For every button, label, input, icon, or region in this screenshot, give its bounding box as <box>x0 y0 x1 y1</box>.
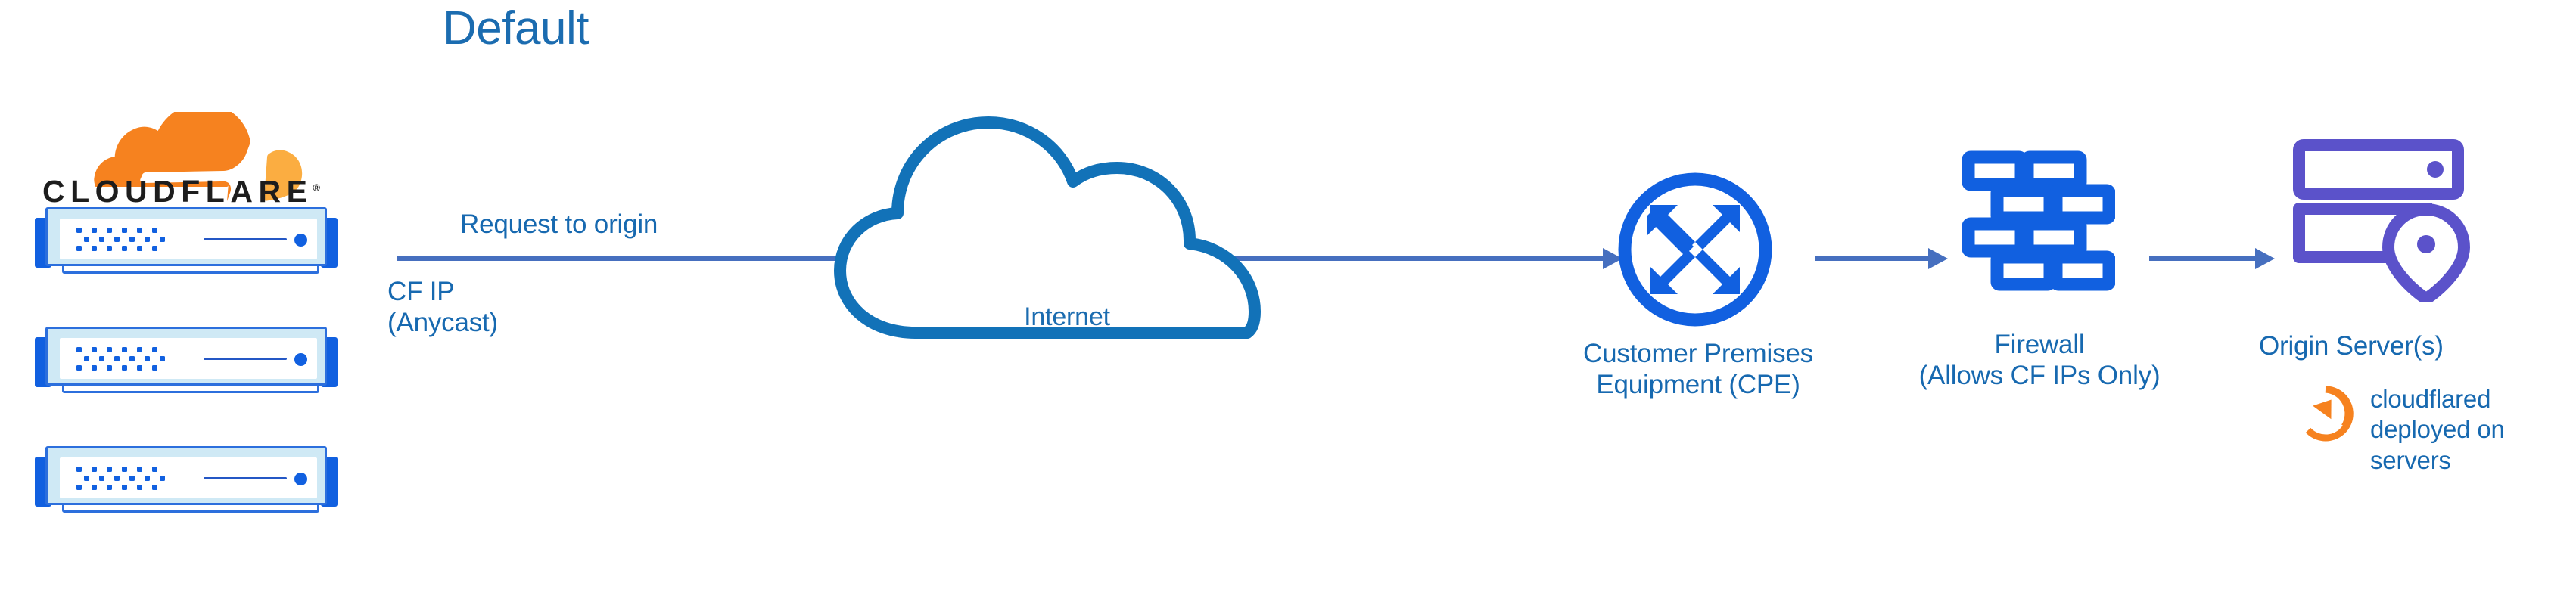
rack-led-grid <box>76 467 167 491</box>
internet-label: Internet <box>1024 302 1110 331</box>
circular-arrow-refresh-icon <box>2305 386 2354 442</box>
cloudflared-note-label: cloudflared deployed on servers <box>2370 385 2505 474</box>
rack-face <box>60 219 317 259</box>
request-to-origin-label: Request to origin <box>460 209 658 239</box>
rack-body <box>45 327 327 386</box>
page-title: Default <box>443 2 589 54</box>
rack-status-line <box>204 238 287 240</box>
cloudflare-edge-server-3 <box>35 446 338 516</box>
arrow-cpe-to-firewall-head <box>1928 248 1948 269</box>
server-location-pin-icon <box>2293 139 2470 302</box>
cloudflare-cloud-icon <box>94 112 303 201</box>
rack-body <box>45 446 327 505</box>
arrow-cpe-to-firewall-line <box>1815 256 1930 261</box>
brick-wall-icon <box>1962 150 2115 291</box>
rack-face <box>60 338 317 379</box>
cloud-icon <box>834 116 1261 339</box>
rack-power-indicator <box>294 473 307 485</box>
rack-body <box>45 207 327 266</box>
rack-led-grid <box>76 228 167 252</box>
arrow-firewall-to-origin-line <box>2149 256 2257 261</box>
rack-power-indicator <box>294 234 307 247</box>
cloudflare-wordmark: CLOUDFLARE® <box>42 174 321 209</box>
router-four-arrows-icon <box>1618 172 1772 327</box>
rack-status-line <box>204 358 287 360</box>
firewall-label: Firewall (Allows CF IPs Only) <box>1918 330 2161 390</box>
cloudflare-edge-server-2 <box>35 327 338 396</box>
rack-status-line <box>204 477 287 479</box>
cpe-label: Customer Premises Equipment (CPE) <box>1583 339 1813 399</box>
cf-ip-anycast-label: CF IP (Anycast) <box>387 277 499 337</box>
rack-power-indicator <box>294 353 307 366</box>
rack-face <box>60 457 317 498</box>
arrow-firewall-to-origin-head <box>2255 248 2275 269</box>
rack-led-grid <box>76 347 167 371</box>
origin-server-label: Origin Server(s) <box>2259 331 2444 361</box>
cloudflare-edge-server-1 <box>35 207 338 277</box>
